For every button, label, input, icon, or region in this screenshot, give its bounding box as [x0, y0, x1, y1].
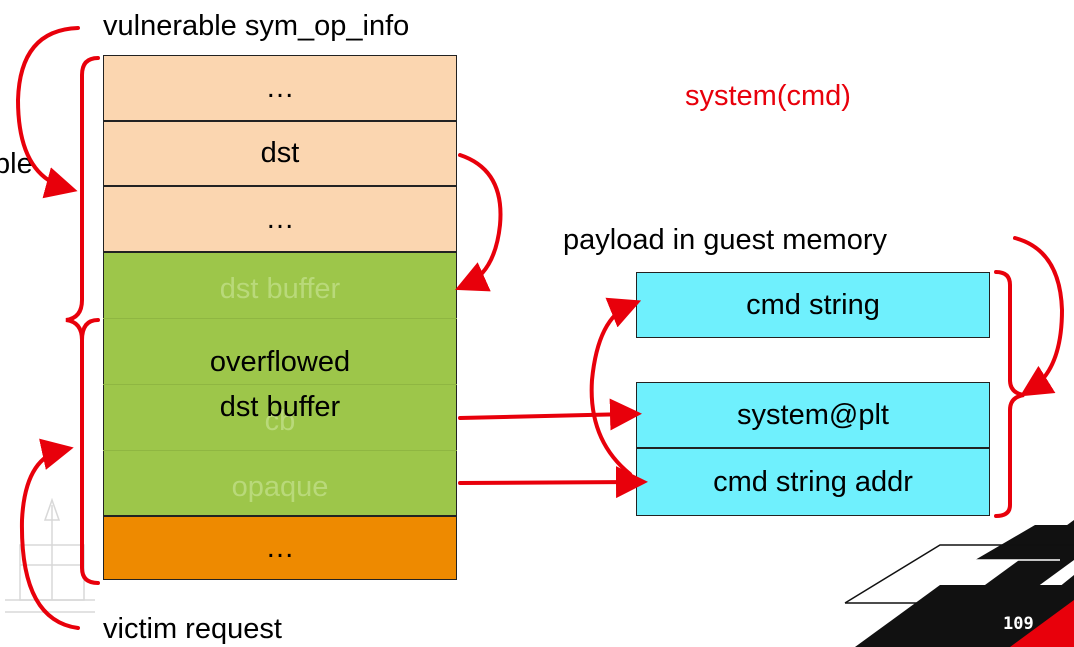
arrow-addr-to-cmd-string [589, 297, 642, 476]
curve-arrow-bottom [19, 438, 80, 630]
ghost-cb-label: cb [264, 405, 296, 437]
divider [103, 318, 457, 319]
payload-cell-cmd-string: cmd string [636, 272, 990, 338]
slide-number: 109 [1003, 614, 1034, 634]
dst-pointer-arrow [455, 153, 503, 292]
stack-cell-dst: dst [103, 121, 457, 186]
brace-victim-request [80, 318, 100, 342]
victim-request-label: victim request [103, 613, 282, 645]
overflow-label-line2: dst buffer [219, 391, 341, 423]
system-call-label: system(cmd) [685, 80, 851, 112]
stack-cell-ellipsis-bottom: … [103, 516, 457, 580]
payload-label: payload in guest memory [563, 224, 887, 256]
ghost-opaque-label: opaque [231, 471, 329, 503]
ghost-dst-buffer-label: dst buffer [219, 273, 341, 305]
curve-arrow-payload [1013, 236, 1065, 397]
overflow-label-line1: overflowed [209, 346, 351, 378]
payload-cell-system-plt: system@plt [636, 382, 990, 448]
divider [103, 384, 457, 385]
arrow-cb-to-system-plt [458, 398, 642, 431]
arrow-opaque-to-addr [458, 466, 648, 499]
stack-cell-ellipsis-mid: … [103, 186, 457, 252]
divider [103, 450, 457, 451]
brace-sym-op-info [65, 56, 100, 585]
vulnerable-struct-label: vulnerable sym_op_info [103, 10, 410, 42]
payload-cell-cmd-string-addr: cmd string addr [636, 448, 990, 516]
curve-arrow-top [15, 26, 80, 199]
stack-cell-ellipsis-top: … [103, 55, 457, 121]
